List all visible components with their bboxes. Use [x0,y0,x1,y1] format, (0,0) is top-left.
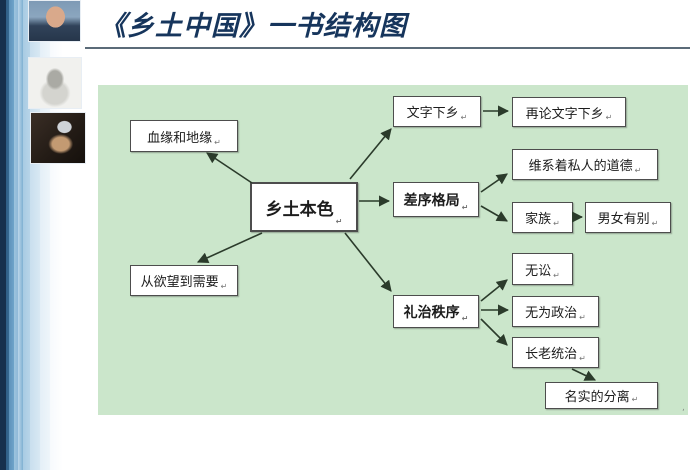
diagram-node-cong-yuwang-dao-xuyao: 从欲望到需要↵ [130,265,238,296]
paragraph-return-mark: ↵ [631,395,639,404]
diagram-node-weixi-siren-daode: 维系着私人的道德↵ [512,149,658,180]
node-label: 乡土本色 [265,199,334,220]
node-label: 长老统治 [525,347,578,362]
paragraph-return-mark: ↵ [335,217,343,226]
paragraph-return-mark: ↵ [461,314,469,323]
paragraph-return-mark: ↵ [579,313,586,322]
node-label: 男女有别 [597,212,650,227]
diagram-node-mingshi-de-fenli: 名实的分离↵ [545,382,658,409]
paragraph-return-mark: ↵ [460,113,468,122]
paragraph-return-mark: ↵ [553,271,560,280]
diagram-node-zailun-wenzi-xiaxiang: 再论文字下乡↵ [512,97,626,127]
author-color-portrait-photo [28,0,81,42]
paragraph-return-mark: ↵ [651,219,659,228]
node-label: 文字下乡 [406,106,459,121]
diagram-node-xueyuan-he-diyuan: 血缘和地缘↵ [130,120,238,152]
paragraph-return-mark: ↵ [579,354,586,363]
node-label: 从欲望到需要 [140,275,219,290]
paragraph-return-mark: ↵ [553,219,560,228]
paragraph-return-mark: ↵ [605,113,613,122]
paragraph-return-mark: ↵ [220,282,228,291]
diagram-node-xiangtu-bense: 乡土本色↵ [250,182,358,232]
author-sketch-portrait-photo [28,57,82,109]
sidebar-stripes [0,0,95,470]
diagram-node-chaxu-geju: 差序格局↵ [393,182,479,217]
paragraph-return-mark: ↵ [634,166,642,175]
node-label: 再论文字下乡 [525,106,604,122]
diagram-node-wusong: 无讼↵ [512,253,573,285]
node-label: 血缘和地缘 [147,130,213,146]
diagram-node-wuwei-zhengzhi: 无为政治↵ [512,296,599,327]
diagram-node-lizhi-zhixu: 礼治秩序↵ [393,295,479,328]
paragraph-return-mark: ↵ [214,138,221,147]
node-label: 家族 [525,212,552,227]
slide-title: 《乡土中国》一书结构图 [99,11,407,42]
paragraph-return-mark: ↵ [461,203,469,212]
node-label: 无讼 [525,263,552,279]
diagram-node-wenzi-xiaxiang: 文字下乡↵ [393,96,481,127]
node-label: 维系着私人的道德 [528,159,633,174]
node-label: 名实的分离 [564,390,630,405]
diagram-node-jiazu: 家族↵ [512,202,573,233]
node-label: 差序格局 [403,192,460,209]
author-writing-photo [30,112,86,164]
stray-paragraph-mark: , [682,403,685,413]
node-label: 无为政治 [525,306,578,321]
diagram-node-zhanglao-tongzhi: 长老统治↵ [512,337,599,368]
diagram-node-nannu-youbie: 男女有别↵ [585,202,671,233]
node-label: 礼治秩序 [403,304,460,321]
title-underline [85,47,690,49]
